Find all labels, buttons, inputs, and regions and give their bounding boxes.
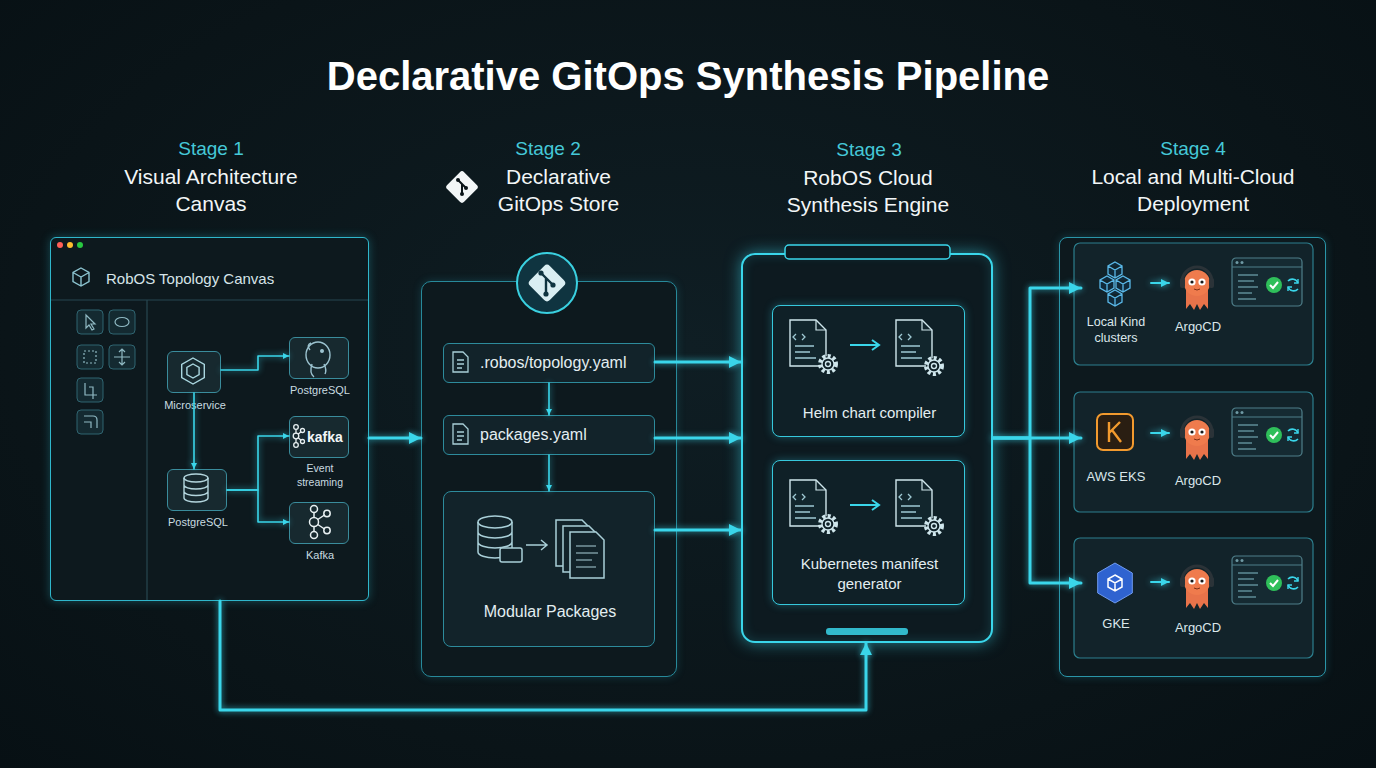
stage-number: Stage 1 <box>111 137 311 162</box>
sync-dashboard <box>1232 408 1302 456</box>
file-box: packages.yaml <box>443 415 655 455</box>
engine-label: Kubernetes manifest generator <box>783 554 956 593</box>
argocd-mascot <box>1180 566 1214 609</box>
flow-arrow <box>655 529 741 532</box>
window-dots <box>57 242 83 248</box>
flow-arrow <box>227 490 289 522</box>
stage-title: RobOS Cloud Synthesis Engine <box>778 164 958 219</box>
engine-label: Helm chart compiler <box>773 403 966 423</box>
flow-arrow <box>227 436 289 490</box>
canvas-cube-icon <box>73 268 89 286</box>
argocd-mascot <box>1180 267 1214 310</box>
flow-arrow <box>1151 432 1169 434</box>
file-name: .robos/topology.yaml <box>480 353 652 374</box>
title-divider <box>51 299 368 300</box>
argocd-label: ArgoCD <box>1164 473 1232 490</box>
stream-node: kafkaEvent streaming <box>289 416 349 458</box>
cluster-label: GKE <box>1071 616 1161 633</box>
argocd-label: ArgoCD <box>1164 620 1232 637</box>
database-icon <box>184 474 208 502</box>
file-icon <box>453 424 468 444</box>
flow-arrow <box>993 288 1081 438</box>
window-title: RobOS Topology Canvas <box>106 269 316 289</box>
cluster-label: Local Kind clusters <box>1076 314 1156 347</box>
argocd-agent: ArgoCD <box>1169 411 1227 493</box>
flow-arrow <box>993 437 1081 440</box>
service-node: Microservice <box>167 351 221 393</box>
flow-arrow <box>993 438 1081 583</box>
flow-arrow <box>369 437 421 440</box>
flow-arrow <box>220 601 866 710</box>
argocd-mascot <box>1180 417 1214 460</box>
gke-icon <box>1098 563 1133 603</box>
cluster-label: AWS EKS <box>1071 469 1161 486</box>
node-label: PostgreSQL <box>153 515 243 529</box>
file-icon <box>453 352 468 372</box>
deployment-panel: Stage 4Local and Multi-Cloud DeploymentL… <box>1059 237 1326 677</box>
sync-dashboard <box>1232 556 1302 604</box>
kind-cluster-icon <box>1100 262 1130 306</box>
kafka-logo-small <box>293 425 304 448</box>
stage-title: Visual Architecture Canvas <box>101 163 321 218</box>
git-badge <box>517 253 577 313</box>
manifest-generator-icon <box>790 480 942 534</box>
node-label: Kafka <box>275 548 365 562</box>
helm-compiler-icon <box>790 320 942 374</box>
git-heading-icon <box>445 170 479 204</box>
cluster-target: AWS EKS <box>1081 406 1151 496</box>
argocd-agent: ArgoCD <box>1169 259 1227 339</box>
flow-arrow <box>193 393 195 469</box>
stage-number: Stage 2 <box>458 137 638 162</box>
stage-title: Local and Multi-Cloud Deployment <box>1073 163 1313 218</box>
flow-arrow <box>1151 282 1169 284</box>
generator-box: Kubernetes manifest generator <box>772 460 965 605</box>
compiler-box: Helm chart compiler <box>772 305 965 437</box>
synthesis-engine-panel: Stage 3RobOS Cloud Synthesis EngineHelm … <box>741 253 993 643</box>
database-node: PostgreSQL <box>167 469 227 511</box>
flow-arrow <box>655 437 741 440</box>
flow-arrow <box>548 383 550 415</box>
cluster-target: Local Kind clusters <box>1081 251 1151 346</box>
package-icon <box>478 516 604 578</box>
kafka-logo-text: kafka <box>307 428 351 446</box>
file-box: .robos/topology.yaml <box>443 343 655 383</box>
stream-node: Kafka <box>289 502 349 544</box>
package-label: Modular Packages <box>444 602 656 623</box>
node-label: PostgreSQL <box>275 383 365 397</box>
argocd-label: ArgoCD <box>1164 319 1232 336</box>
stage-title: Declarative GitOps Store <box>481 163 636 218</box>
flow-arrow <box>548 455 550 491</box>
node-label: Microservice <box>150 398 240 412</box>
file-name: packages.yaml <box>480 425 652 446</box>
kafka-logo <box>310 506 331 539</box>
toolbar-glyphs <box>84 315 130 428</box>
argocd-agent: ArgoCD <box>1169 561 1227 641</box>
engine-bezel <box>826 628 908 635</box>
node-label: Event streaming <box>289 462 351 489</box>
gitops-store-panel: Stage 2Declarative GitOps Store.robos/to… <box>421 281 677 677</box>
cluster-target: GKE <box>1081 556 1151 644</box>
canvas-window: Stage 1Visual Architecture CanvasRobOS T… <box>50 237 369 601</box>
toolbar <box>77 310 135 434</box>
database-node: PostgreSQL <box>289 337 349 379</box>
postgresql-icon <box>306 342 330 377</box>
package-box: Modular Packages <box>443 491 655 647</box>
stage-number: Stage 4 <box>1093 137 1293 162</box>
toolbar-divider <box>146 300 147 600</box>
eks-icon <box>1097 414 1133 450</box>
flow-arrow <box>221 356 289 370</box>
diagram-title: Declarative GitOps Synthesis Pipeline <box>0 50 1376 102</box>
engine-bezel <box>785 245 950 259</box>
stage-number: Stage 3 <box>769 138 969 163</box>
sync-dashboard <box>1232 258 1302 306</box>
flow-arrow <box>1151 581 1169 583</box>
flow-arrow <box>655 361 741 364</box>
microservice-icon <box>182 358 205 384</box>
